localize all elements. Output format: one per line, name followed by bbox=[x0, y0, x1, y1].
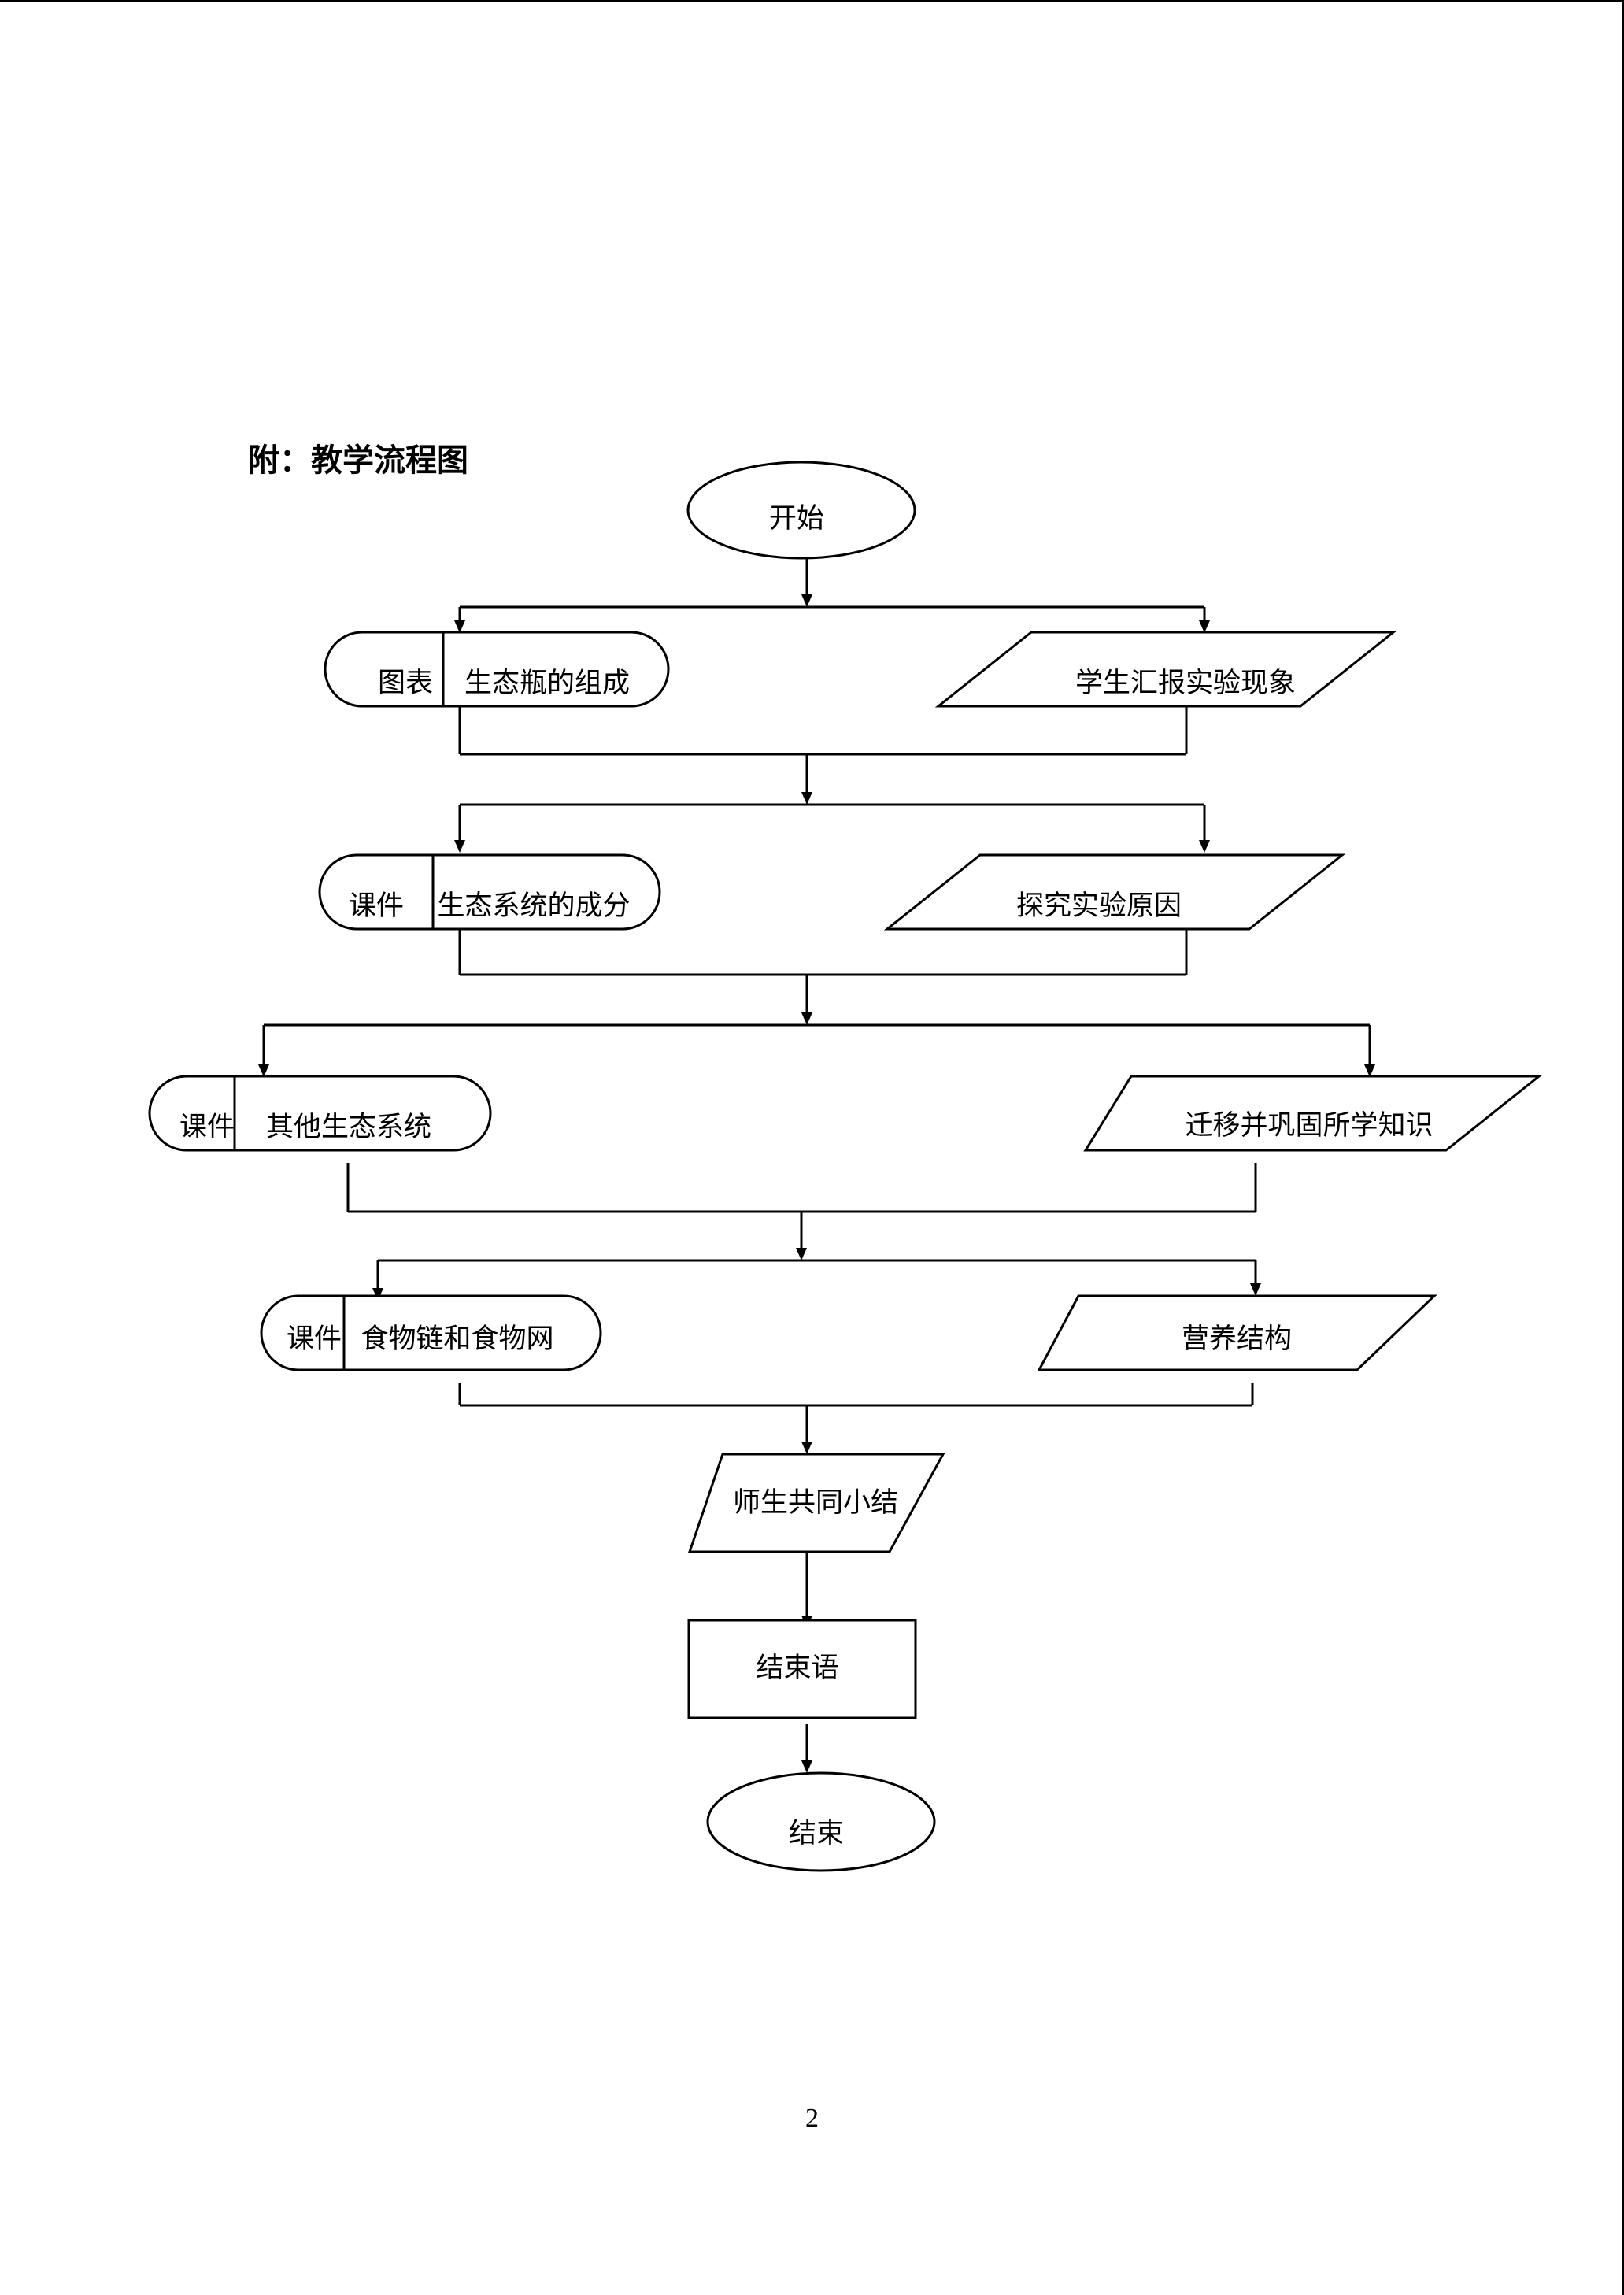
closing-rect bbox=[687, 1619, 917, 1719]
connector-step3-step4 bbox=[346, 1163, 1261, 1301]
step4-parallelogram bbox=[1037, 1294, 1437, 1371]
step2-activity: 探究实验原因 bbox=[1016, 890, 1182, 922]
step3-parallelogram bbox=[1083, 1075, 1543, 1152]
step1-title: 生态瓶的组成 bbox=[464, 668, 630, 699]
step3-tag: 课件 bbox=[179, 1112, 235, 1143]
start-node: 开始 bbox=[686, 461, 916, 560]
step2-parallelogram bbox=[883, 853, 1346, 931]
step2-activity-node: 探究实验原因 bbox=[883, 853, 1346, 931]
page-number: 2 bbox=[805, 2104, 819, 2133]
connector-step4-summary bbox=[458, 1383, 1254, 1454]
step3-resource-node: 课件 其他生态系统 bbox=[148, 1075, 492, 1152]
connector-step2-step3 bbox=[258, 929, 1375, 1077]
step3-activity: 迁移并巩固所学知识 bbox=[1185, 1110, 1433, 1142]
step2-capsule bbox=[318, 853, 661, 931]
step4-title: 食物链和食物网 bbox=[361, 1323, 553, 1355]
page-heading: 附：教学流程图 bbox=[248, 442, 468, 479]
step4-activity: 营养结构 bbox=[1182, 1323, 1292, 1355]
summary-label: 师生共同小结 bbox=[733, 1487, 898, 1519]
step1-activity: 学生汇报实验现象 bbox=[1075, 668, 1296, 699]
closing-node: 结束语 bbox=[687, 1619, 917, 1719]
end-ellipse bbox=[706, 1771, 936, 1872]
step1-activity-node: 学生汇报实验现象 bbox=[934, 631, 1397, 708]
page-border-top bbox=[0, 0, 1624, 2]
step4-capsule bbox=[260, 1294, 602, 1371]
connector-closing-end bbox=[801, 1724, 812, 1773]
step2-resource-node: 课件 生态系统的成分 bbox=[318, 853, 661, 931]
closing-label: 结束语 bbox=[756, 1653, 838, 1684]
page-border-right bbox=[1622, 0, 1624, 2295]
step1-tag: 图表 bbox=[378, 668, 433, 699]
end-label: 结束 bbox=[789, 1818, 844, 1849]
step3-title: 其他生态系统 bbox=[266, 1112, 431, 1143]
connector-step1-step2 bbox=[454, 706, 1210, 853]
summary-node: 师生共同小结 bbox=[687, 1453, 945, 1553]
step4-tag: 课件 bbox=[287, 1323, 342, 1355]
start-label: 开始 bbox=[769, 503, 824, 535]
step2-title: 生态系统的成分 bbox=[437, 890, 630, 922]
step2-tag: 课件 bbox=[349, 890, 404, 922]
end-node: 结束 bbox=[706, 1771, 936, 1872]
start-ellipse bbox=[686, 461, 916, 560]
step1-capsule bbox=[324, 631, 670, 708]
summary-parallelogram bbox=[687, 1453, 945, 1553]
connector-summary-closing bbox=[801, 1552, 812, 1628]
step3-activity-node: 迁移并巩固所学知识 bbox=[1083, 1075, 1543, 1152]
step1-resource-node: 图表 生态瓶的组成 bbox=[324, 631, 670, 708]
step1-parallelogram bbox=[934, 631, 1397, 708]
step4-activity-node: 营养结构 bbox=[1037, 1294, 1437, 1371]
step4-resource-node: 课件 食物链和食物网 bbox=[260, 1294, 602, 1371]
connector-start-branch1 bbox=[454, 558, 1210, 633]
